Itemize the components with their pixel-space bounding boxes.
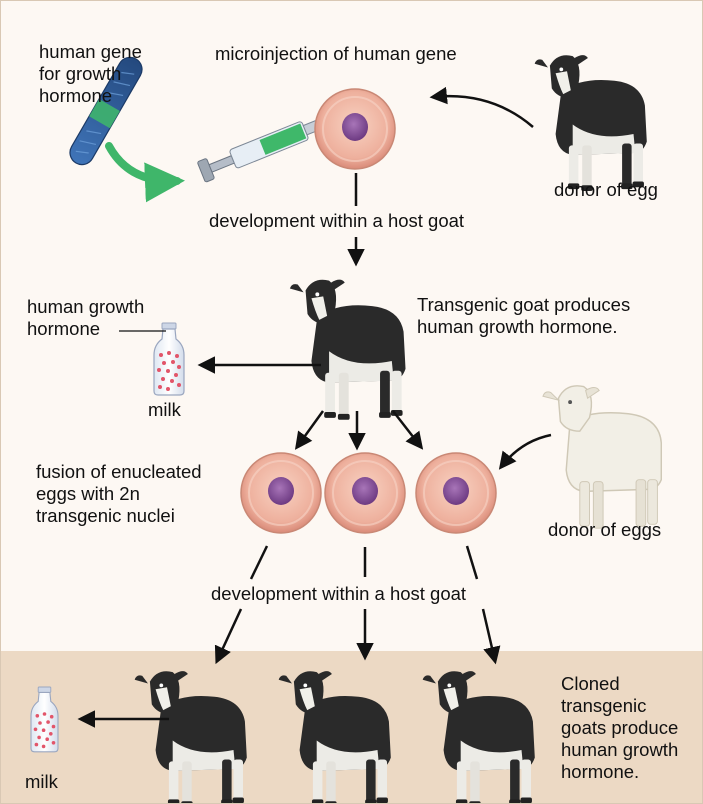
label-donor-of-egg: donor of egg bbox=[554, 179, 658, 201]
donor-goat-top bbox=[535, 55, 647, 191]
egg-cell-right bbox=[416, 453, 496, 533]
arrow-egg-down-left-b bbox=[217, 609, 241, 661]
label-human-growth-hormone: human growth hormone bbox=[27, 296, 144, 340]
arrow-egg-down-right-a bbox=[467, 546, 477, 579]
label-transgenic-goat: Transgenic goat produces human growth ho… bbox=[417, 294, 630, 338]
label-microinjection: microinjection of human gene bbox=[215, 43, 457, 65]
label-milk-2: milk bbox=[25, 771, 58, 793]
arrow-egg-down-right-b bbox=[483, 609, 495, 661]
egg-cell-middle bbox=[325, 453, 405, 533]
label-milk-1: milk bbox=[148, 399, 181, 421]
transgenic-goat bbox=[290, 280, 406, 420]
cloned-goat-right bbox=[423, 671, 535, 804]
cloned-goat-middle bbox=[279, 671, 391, 804]
white-goat-icon bbox=[543, 386, 661, 528]
arrow-goat-to-egg-right bbox=[393, 411, 421, 447]
label-donor-of-eggs: donor of eggs bbox=[548, 519, 661, 541]
arrow-white-goat-to-egg bbox=[501, 435, 551, 467]
arrow-donor-to-egg bbox=[433, 96, 533, 127]
label-fusion: fusion of enucleated eggs with 2n transg… bbox=[36, 461, 202, 527]
label-development-2: development within a host goat bbox=[211, 583, 466, 605]
gene-transfer-arrow bbox=[109, 146, 177, 181]
egg-cell-left bbox=[241, 453, 321, 533]
milk-bottle-icon-2 bbox=[31, 687, 58, 752]
label-human-gene: human gene for growth hormone bbox=[39, 41, 142, 107]
arrow-goat-to-egg-left bbox=[297, 411, 323, 447]
label-development-1: development within a host goat bbox=[209, 210, 464, 232]
egg-cell-top bbox=[315, 89, 395, 169]
label-cloned-goats: Cloned transgenic goats produce human gr… bbox=[561, 673, 678, 783]
milk-bottle-icon-1 bbox=[154, 323, 184, 395]
cloned-goat-left bbox=[135, 671, 247, 804]
arrow-egg-down-left-a bbox=[251, 546, 267, 579]
